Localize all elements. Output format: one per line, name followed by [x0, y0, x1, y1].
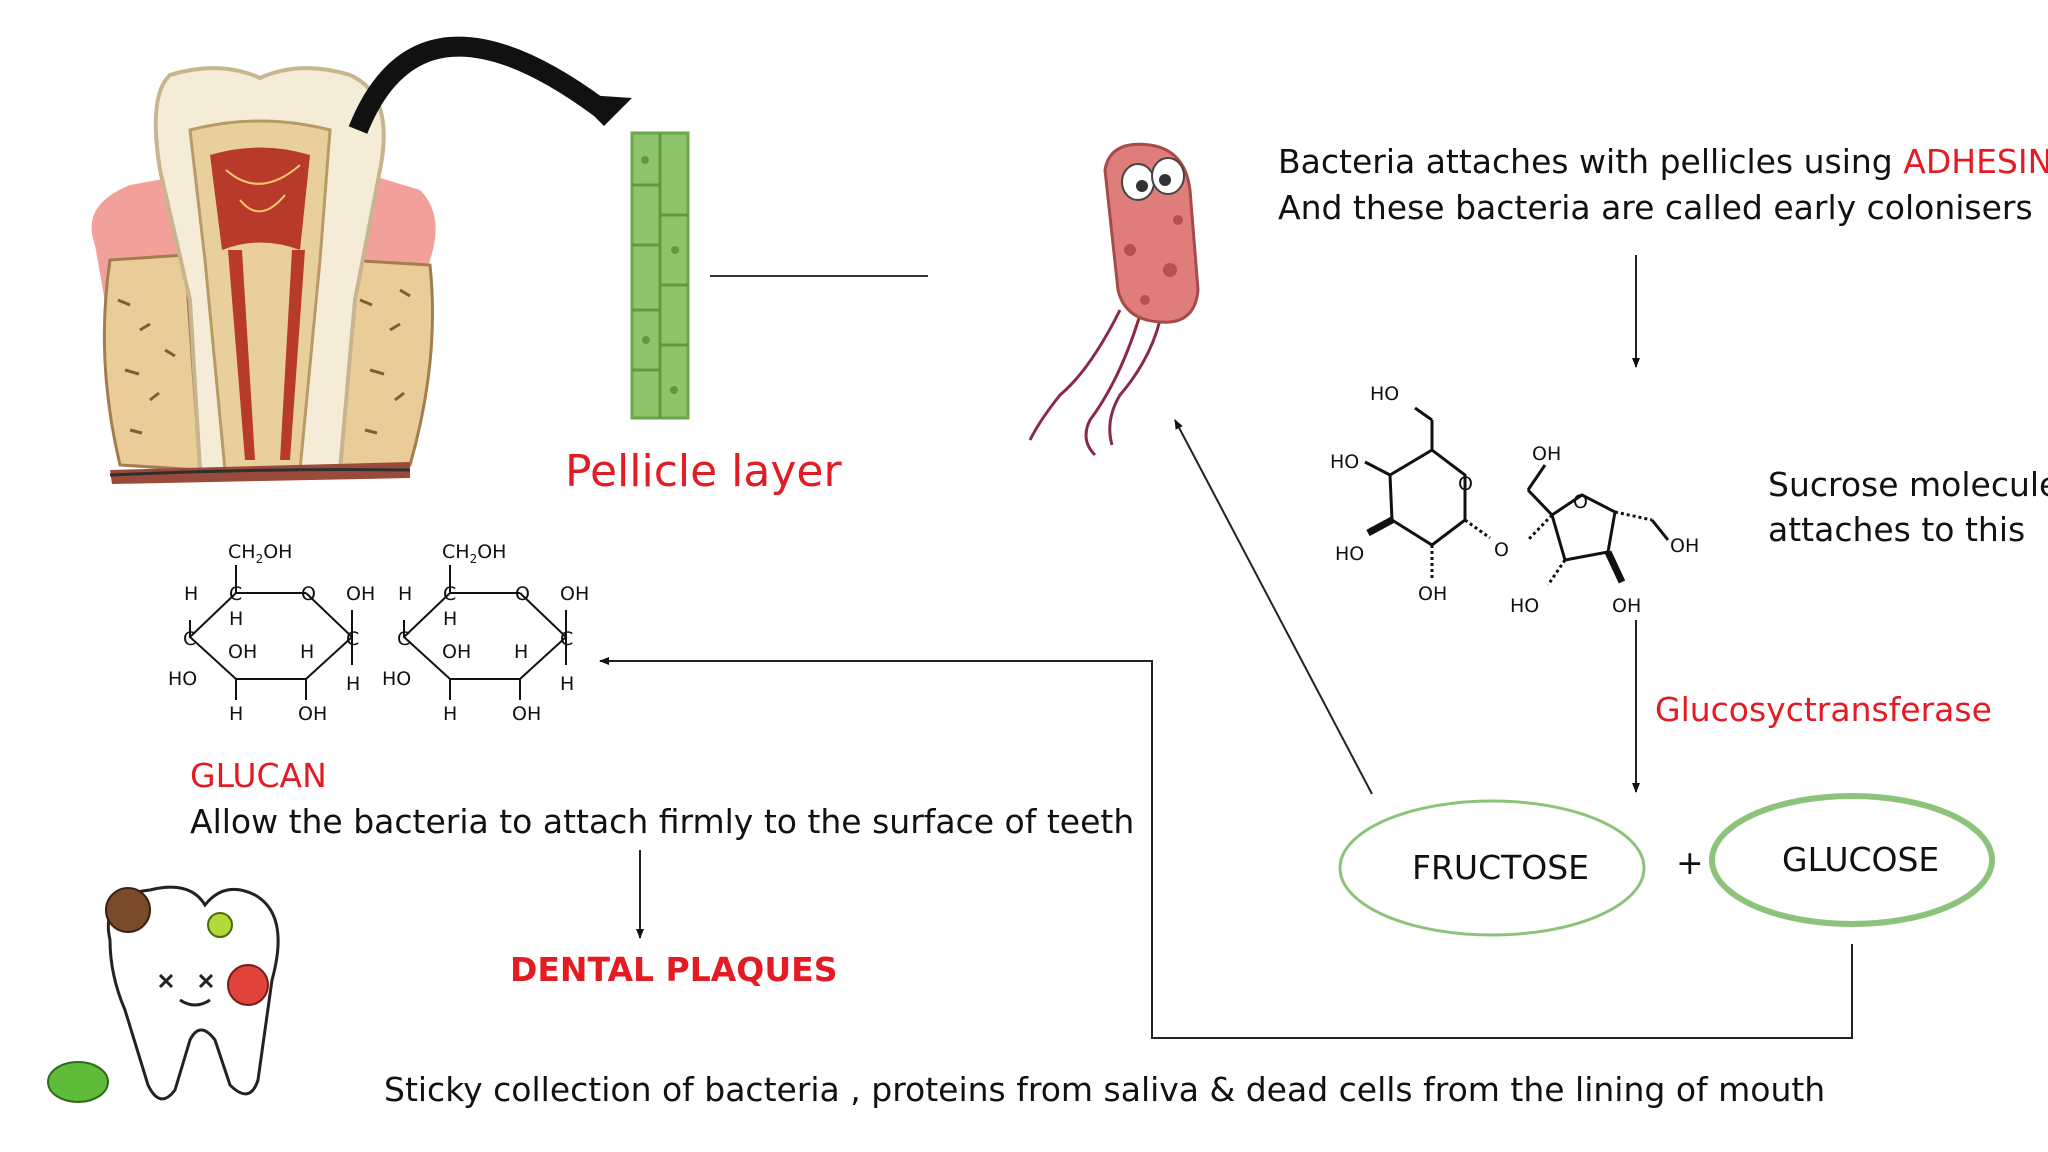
glucan-ring2-oh-right: OH	[560, 583, 589, 605]
glucan-description: Allow the bacteria to attach firmly to t…	[190, 802, 1135, 841]
glucan-ring1-oh-right: OH	[346, 583, 375, 605]
fructose-ellipse	[1338, 799, 1646, 937]
glucan-ring1-c-top: C	[229, 583, 242, 605]
glucan-ring1-c-left: C	[183, 628, 196, 650]
sucrose-structure	[1364, 406, 1670, 586]
bacteria-attach-line1-prefix: Bacteria attaches with pellicles using	[1278, 142, 1893, 181]
glucan-ring1-oh-mid: OH	[228, 641, 257, 663]
glucan-ring2-oh-bottom: OH	[512, 703, 541, 725]
glucan-ring2-h-mid: H	[514, 641, 528, 663]
curved-arrow	[348, 36, 606, 134]
glucan-ring1-h-right: H	[346, 673, 360, 695]
sucrose-atom-ho-bottom-left: HO	[1335, 543, 1364, 565]
sucrose-caption-line1: Sucrose molecule	[1768, 465, 2048, 504]
glucan-ring2-c-left: C	[397, 628, 410, 650]
glucose-ellipse	[1709, 793, 1995, 927]
glucan-ring1-o: O	[301, 583, 316, 605]
dental-plaques-title: DENTAL PLAQUES	[510, 950, 838, 989]
sucrose-atom-o-ring1: O	[1458, 473, 1473, 495]
sucrose-atom-ho-left: HO	[1330, 451, 1359, 473]
sucrose-atom-oh-bottom-right: OH	[1612, 595, 1641, 617]
sucrose-atom-oh-right: OH	[1670, 535, 1699, 557]
sucrose-atom-oh-top-right: OH	[1532, 443, 1561, 465]
glucan-ring2-h-bottom: H	[443, 703, 457, 725]
glucan-ring1-oh-bottom: OH	[298, 703, 327, 725]
fructose-label: FRUCTOSE	[1412, 848, 1590, 887]
glucan-ring2-h-top: H	[443, 608, 457, 630]
sucrose-caption-line2: attaches to this	[1768, 510, 2026, 549]
glucan-ring1-ho: HO	[168, 668, 197, 690]
plus-sign: +	[1676, 843, 1704, 882]
glucan-structure	[188, 565, 568, 700]
glucan-ring1-h-bottom: H	[229, 703, 243, 725]
glucan-ring2-ch2oh: CH2OH	[442, 541, 506, 566]
curved-arrow-head	[572, 94, 632, 126]
glucose-label: GLUCOSE	[1782, 840, 1940, 879]
sucrose-atom-oh-bottom: OH	[1418, 583, 1447, 605]
bacteria-attach-line1: Bacteria attaches with pellicles using A…	[1278, 142, 2048, 181]
glucan-ring2-h-left: H	[398, 583, 412, 605]
bacterium-cartoon	[1028, 142, 1200, 457]
sucrose-atom-o-ring2: O	[1573, 491, 1588, 513]
sucrose-atom-ho-bottom-right: HO	[1510, 595, 1539, 617]
glucan-ring1-h-top: H	[229, 608, 243, 630]
glucan-title: GLUCAN	[190, 756, 327, 795]
glucan-ring2-h-right: H	[560, 673, 574, 695]
decayed-tooth-cartoon	[47, 885, 280, 1103]
tooth-cross-section-illustration	[91, 66, 436, 484]
glucose-to-glucan-connector	[599, 657, 1853, 1039]
glucan-ring1-ch2oh: CH2OH	[228, 541, 292, 566]
glucan-ring1-c-right: C	[346, 628, 359, 650]
glucan-ring2-c-right: C	[560, 628, 573, 650]
bacteria-attach-line2: And these bacteria are called early colo…	[1278, 188, 2033, 227]
glucan-ring2-oh-mid: OH	[442, 641, 471, 663]
pellicle-layer-label: Pellicle layer	[565, 446, 842, 497]
glucan-ring2-ho: HO	[382, 668, 411, 690]
sucrose-atom-o-bridge: O	[1494, 539, 1509, 561]
glucan-ring1-h-mid: H	[300, 641, 314, 663]
glucan-ring2-c-top: C	[443, 583, 456, 605]
sucrose-atom-ho-top: HO	[1370, 383, 1399, 405]
plaque-description: Sticky collection of bacteria , proteins…	[384, 1070, 1826, 1109]
glucan-ring1-h-left: H	[184, 583, 198, 605]
glucan-ring2-o: O	[515, 583, 530, 605]
adhesin-keyword: ADHESIN	[1903, 142, 2048, 181]
arrow-fructose-to-bacterium	[1174, 419, 1373, 795]
pellicle-cells-strip	[630, 131, 690, 420]
enzyme-label: Glucosyctransferase	[1655, 690, 1992, 729]
